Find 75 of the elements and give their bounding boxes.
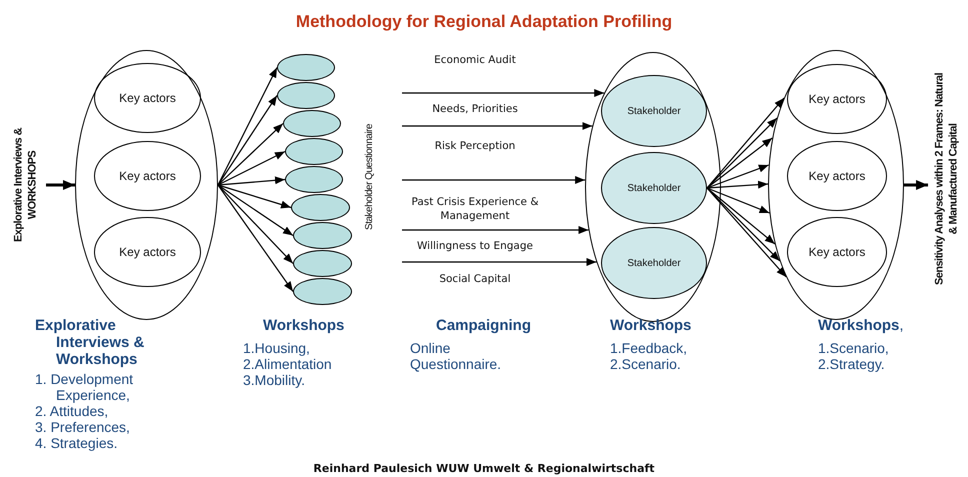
list-item: 2.Scenario. — [610, 356, 682, 372]
arrow — [218, 176, 286, 186]
arrow — [218, 184, 294, 236]
list-item: 3.Mobility. — [243, 372, 306, 388]
node-label: Stakeholder — [627, 256, 681, 270]
column-heading: Workshops — [263, 317, 346, 334]
arrow — [904, 180, 928, 190]
questionnaire-ellipse — [293, 278, 352, 305]
arrow — [402, 122, 592, 130]
arrow — [217, 67, 278, 186]
list-item: Online Questionnaire. — [410, 340, 502, 372]
actor-ellipse — [787, 141, 887, 211]
node-label: Key actors — [808, 91, 866, 108]
arrow — [706, 118, 778, 188]
list-item: 2.Strategy. — [818, 356, 886, 372]
node-label: Key actors — [119, 244, 176, 261]
arrow — [218, 95, 278, 186]
arrow — [218, 184, 294, 264]
questionnaire-ellipse — [277, 54, 335, 81]
questionnaire-ellipse — [293, 250, 352, 277]
arrow-label: Risk Perception — [434, 139, 516, 153]
list-item: 1. Development Experience, — [35, 371, 134, 403]
arrow — [402, 176, 586, 184]
node-label: Stakeholder — [627, 104, 681, 118]
questionnaire-ellipse — [277, 82, 335, 109]
list-item: 1.Scenario, — [818, 340, 890, 356]
arrow — [218, 150, 286, 186]
group-ellipse — [768, 50, 904, 320]
arrow — [402, 258, 596, 266]
node-label: Key actors — [119, 168, 176, 185]
list-item: 4. Strategies. — [35, 435, 118, 451]
arrow — [706, 180, 768, 189]
list-item: 2.Alimentation — [243, 356, 333, 372]
column-heading: Workshops, — [818, 317, 905, 334]
arrow — [218, 184, 294, 292]
arrow — [218, 123, 284, 186]
node-label: Key actors — [808, 244, 866, 261]
arrow — [402, 89, 604, 97]
arrow-label: Willingness to Engage — [416, 239, 534, 253]
arrow — [402, 226, 589, 234]
node-label: Stakeholder — [627, 182, 681, 196]
arrow — [706, 138, 773, 188]
vertical-label: Stakeholder Questionnaire — [364, 123, 376, 232]
actor-ellipse — [787, 64, 887, 134]
vertical-label: Sensitivity Analyses within 2 Frames: Natural & Manufactured Capital — [933, 72, 960, 286]
node-label: Key actors — [808, 168, 866, 185]
caption: Reinhard Paulesich WUW Umwelt & Regionalwirtschaft — [313, 461, 655, 477]
column-heading: Workshops — [610, 317, 692, 334]
arrow — [706, 188, 780, 262]
arrow-label: Economic Audit — [433, 53, 517, 67]
arrow — [706, 188, 787, 278]
arrow — [706, 98, 784, 188]
arrow — [706, 188, 776, 244]
arrow — [218, 184, 292, 208]
arrow — [706, 164, 769, 189]
list-item: 1.Housing, — [243, 340, 311, 356]
questionnaire-ellipse — [283, 110, 341, 137]
diagram-title: Methodology for Regional Adaptation Profiling — [296, 11, 672, 33]
list-item: 2. Attitudes, — [35, 403, 110, 419]
arrow-label: Past Crisis Experience & Management — [410, 195, 540, 223]
actor-ellipse — [94, 141, 201, 211]
column-heading: Campaigning — [436, 317, 532, 334]
actor-ellipse — [787, 217, 887, 287]
arrow-label: Social Capital — [438, 272, 512, 286]
arrow — [706, 187, 770, 214]
vertical-label: Explorative Interviews & WORKSHOPS — [12, 126, 39, 244]
list-item: 1.Feedback, — [610, 340, 688, 356]
group-ellipse — [75, 50, 218, 320]
node-label: Key actors — [119, 90, 176, 107]
list-item: 3. Preferences, — [35, 419, 131, 435]
actor-ellipse — [94, 217, 201, 287]
arrow — [46, 180, 75, 190]
column-heading: Explorative Interviews & Workshops — [35, 317, 146, 368]
arrow-label: Needs, Priorities — [431, 102, 519, 116]
actor-ellipse — [94, 63, 201, 133]
